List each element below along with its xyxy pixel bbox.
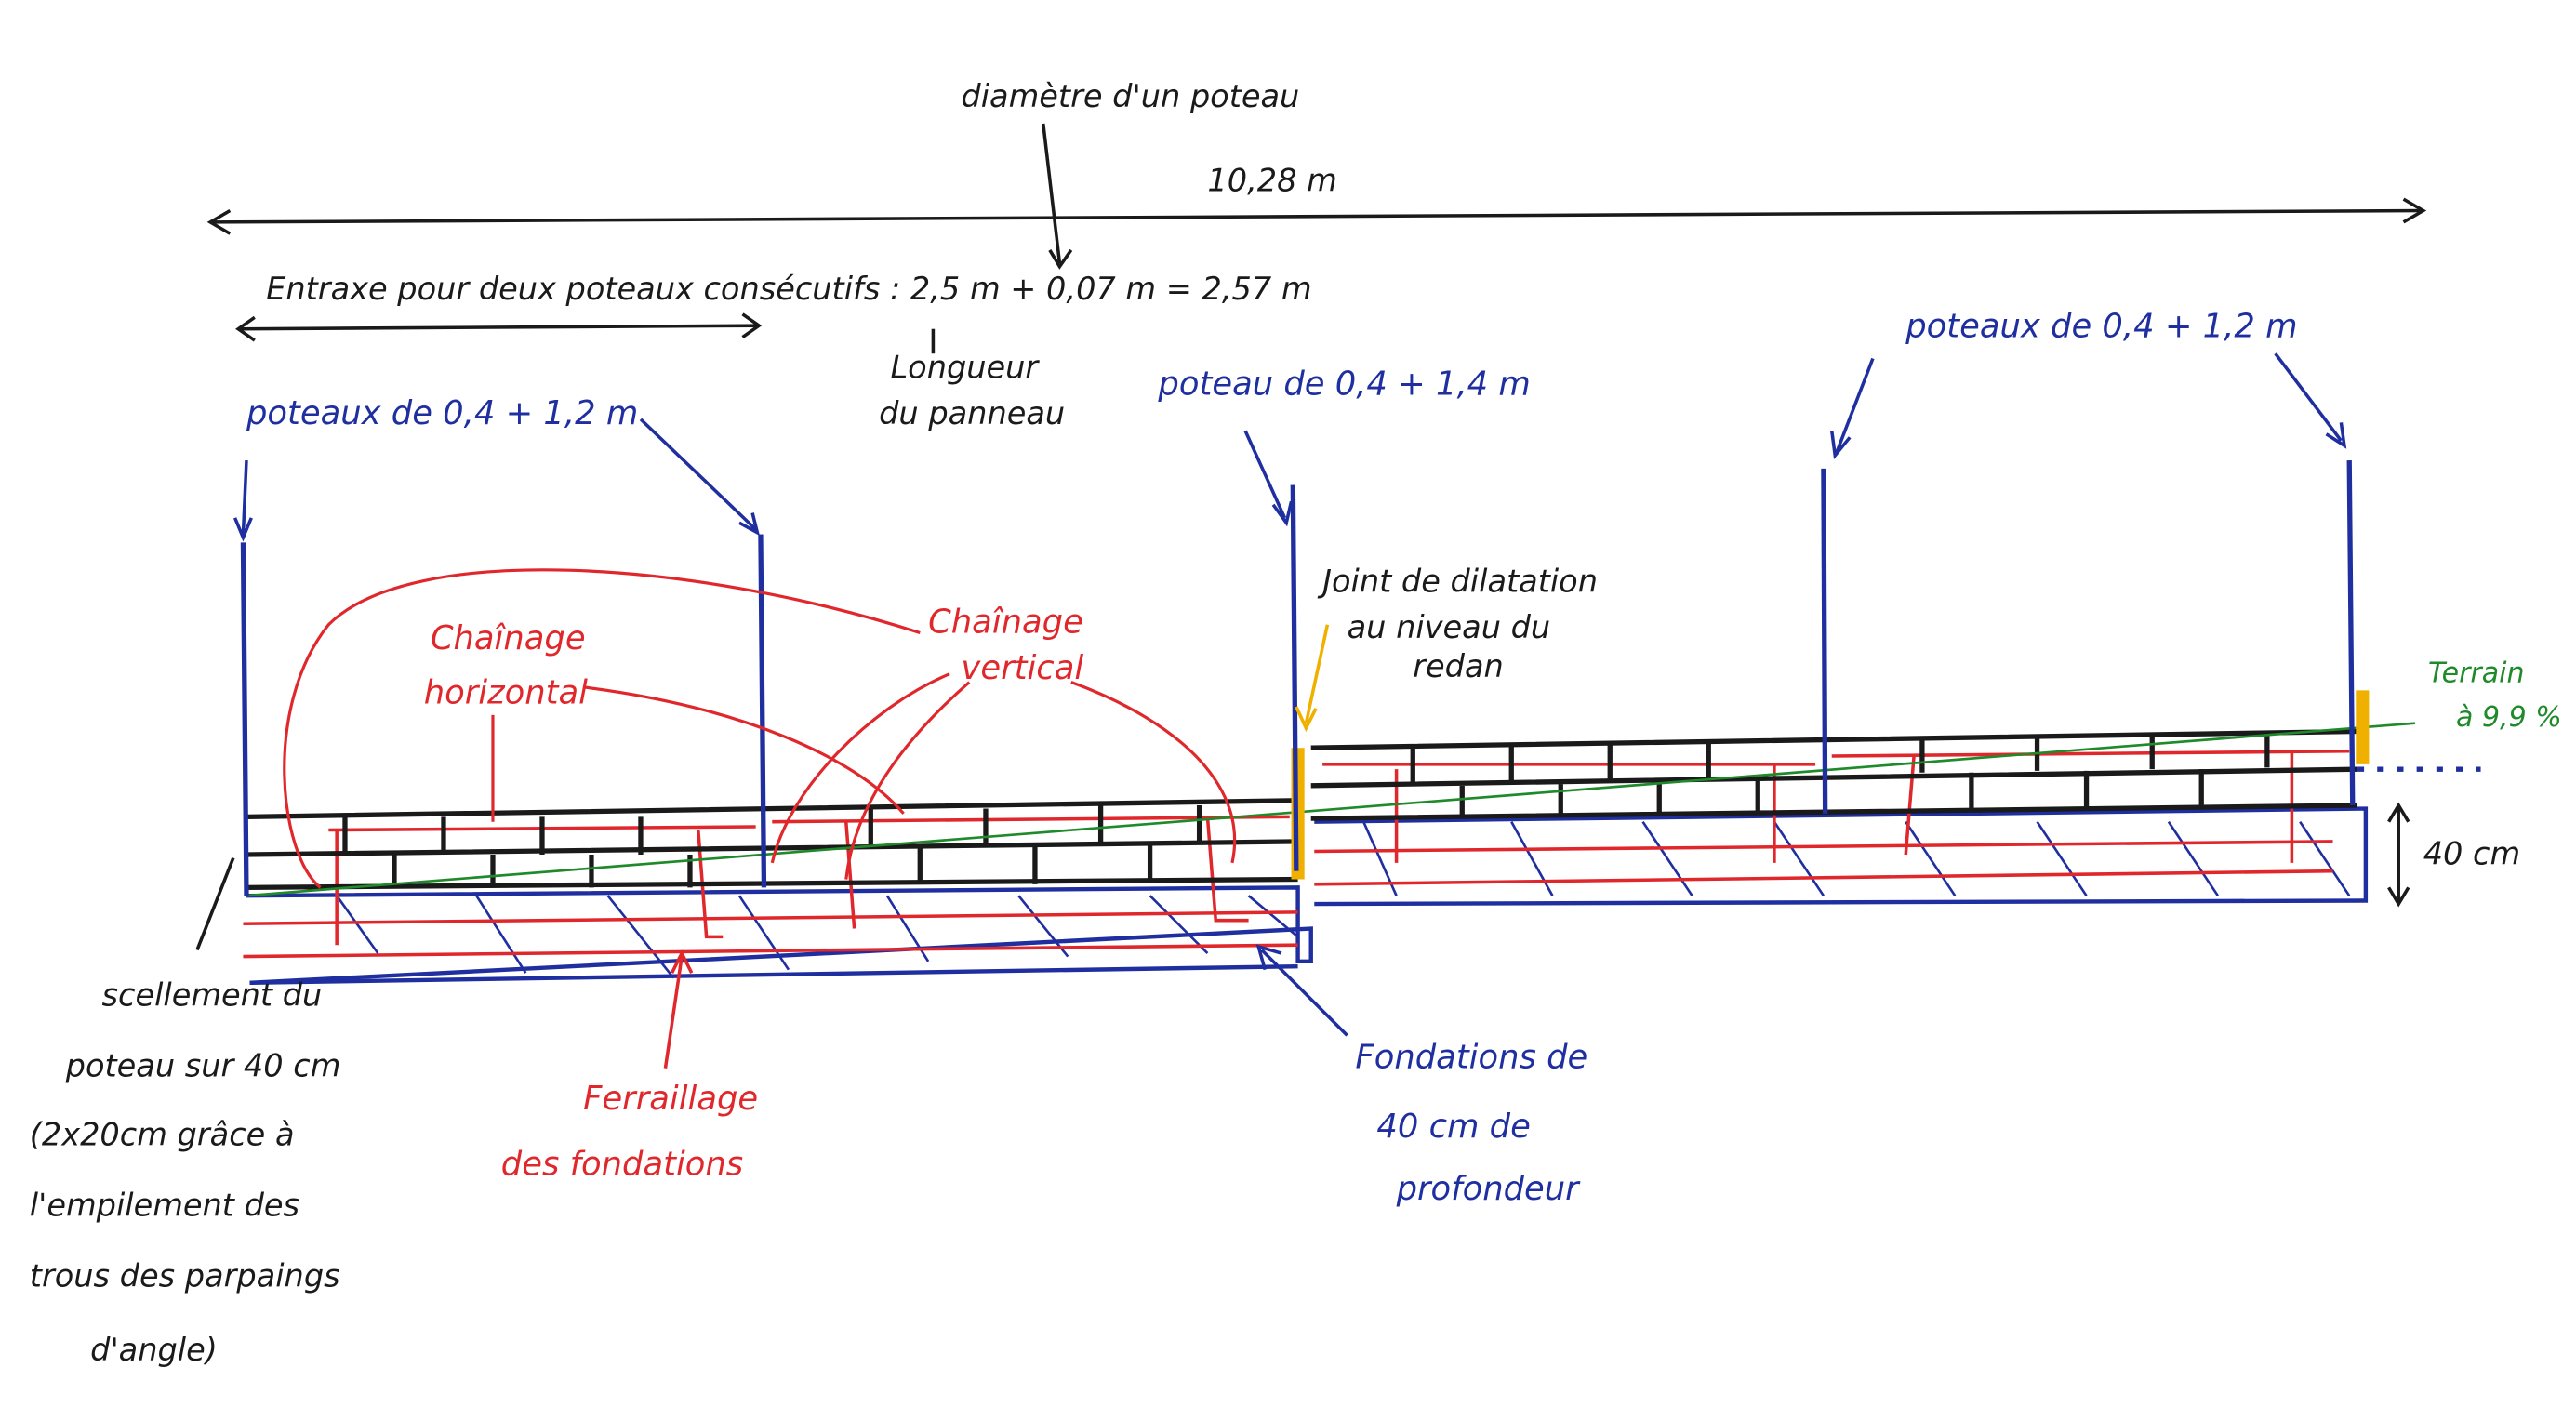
expansion-joint-label-3: redan — [1413, 648, 1504, 684]
vertical-chaining-label-2: vertical — [961, 649, 1083, 687]
total-length-dimension — [206, 123, 2427, 354]
svg-text:trous des parpaings: trous des parpaings — [30, 1258, 340, 1294]
foundations — [246, 806, 2369, 986]
total-length-label: 10,28 m — [1207, 162, 1336, 198]
svg-text:profondeur: profondeur — [1396, 1170, 1582, 1208]
panel-length-label: Longueur — [890, 350, 1040, 386]
expansion-joint-label: Joint de dilatation — [1317, 563, 1598, 599]
sealing-note: scellement du poteau sur 40 cm (2x20cm g… — [30, 977, 341, 1369]
svg-text:40 cm de: 40 cm de — [1376, 1108, 1530, 1146]
svg-text:poteau sur 40 cm: poteau sur 40 cm — [65, 1048, 341, 1084]
horizontal-chaining-label-2: horizontal — [424, 673, 588, 711]
terrain-slope-line — [246, 722, 2415, 897]
foundations-note: Fondations de 40 cm de profondeur — [1355, 1039, 1587, 1208]
terrain-label: Terrain — [2428, 657, 2525, 690]
rebar-arrow — [663, 949, 694, 1069]
svg-text:(2x20cm grâce à: (2x20cm grâce à — [30, 1117, 295, 1153]
horizontal-chaining-label: Chaînage — [431, 619, 586, 657]
terrain-joint — [2356, 690, 2370, 764]
post-label-arrows — [232, 352, 2347, 542]
foundations-arrow — [1255, 944, 1348, 1037]
panel-length-label-2: du panneau — [879, 395, 1065, 431]
post-diameter-label: diamètre d'un poteau — [961, 78, 1299, 114]
chaining-arrows — [283, 568, 1237, 889]
expansion-joint-label-2: au niveau du — [1348, 609, 1551, 645]
post-middle-label: poteau de 0,4 + 1,4 m — [1157, 365, 1530, 403]
svg-text:l'empilement des: l'empilement des — [30, 1188, 299, 1224]
rebar-label: Ferraillage — [583, 1080, 758, 1118]
svg-text:scellement du: scellement du — [102, 977, 323, 1014]
svg-text:Fondations de: Fondations de — [1355, 1039, 1587, 1077]
depth-label: 40 cm — [2423, 836, 2520, 872]
svg-text:d'angle): d'angle) — [90, 1332, 218, 1368]
vertical-chaining-label: Chaînage — [928, 604, 1083, 642]
posts-left-label: poteaux de 0,4 + 1,2 m — [246, 394, 638, 432]
terrain-slope-label: à 9,9 % — [2456, 701, 2562, 734]
rebar-label-2: des fondations — [501, 1146, 743, 1184]
block-walls — [246, 728, 2481, 891]
sealing-arrow — [195, 856, 235, 951]
joint-arrow — [1295, 624, 1330, 733]
posts-right-label: poteaux de 0,4 + 1,2 m — [1905, 308, 2297, 346]
depth-arrow — [2387, 802, 2410, 908]
spacing-label: Entraxe pour deux poteaux consécutifs : … — [266, 271, 1311, 307]
